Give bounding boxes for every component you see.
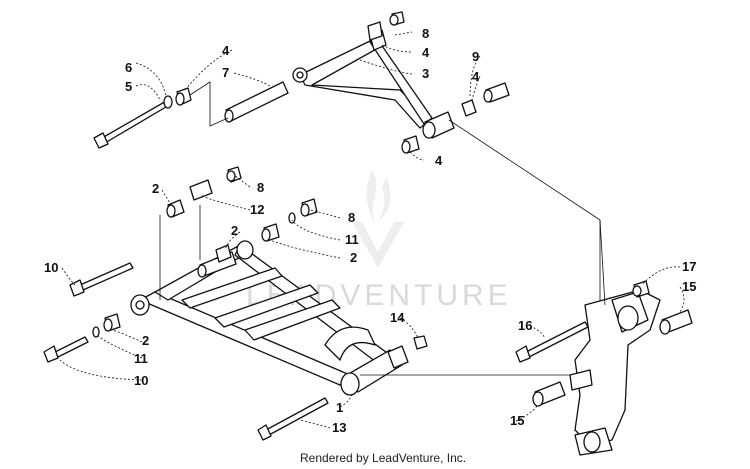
- callout-13: 13: [332, 420, 346, 435]
- callout-12: 12: [250, 202, 264, 217]
- washer-11-mid: [288, 212, 296, 224]
- nut-14: [413, 335, 428, 350]
- sleeve-9: [483, 82, 510, 103]
- bushing-15-upper: [659, 309, 693, 335]
- pivot-bolt-5: [93, 99, 172, 149]
- callout-14: 14: [390, 310, 405, 325]
- callout-4: 4: [222, 43, 230, 58]
- callout-2: 2: [350, 250, 357, 265]
- sleeve-7: [224, 81, 289, 123]
- callout-4: 4: [435, 153, 443, 168]
- bolt-16: [515, 321, 589, 363]
- callout-10: 10: [134, 373, 148, 388]
- callout-4: 4: [422, 45, 430, 60]
- bushing-4-upper-rear: [367, 21, 383, 41]
- bolt-10-upper: [69, 262, 134, 297]
- bushing-2-lower: [103, 313, 121, 332]
- leader-lines: [59, 31, 685, 429]
- callout-15: 15: [682, 279, 696, 294]
- bushing-2-upper: [166, 199, 185, 218]
- bushing-8-upper: [389, 11, 405, 26]
- bushing-4-right: [461, 99, 477, 117]
- upper-a-arm: [292, 29, 455, 139]
- callout-11: 11: [345, 232, 359, 247]
- washer-11-lower: [92, 326, 100, 338]
- callout-2: 2: [152, 181, 159, 196]
- bushing-8-lower: [226, 166, 242, 183]
- callout-2: 2: [231, 223, 238, 238]
- callout-17: 17: [682, 259, 696, 274]
- callout-2: 2: [142, 333, 149, 348]
- callout-3: 3: [422, 66, 429, 81]
- callout-9: 9: [472, 49, 479, 64]
- bushing-8-mid: [300, 198, 318, 217]
- callout-7: 7: [222, 65, 229, 80]
- callout-4: 4: [472, 69, 480, 84]
- bushing-2-mid: [261, 223, 280, 242]
- bushing-4-lower: [401, 135, 420, 154]
- lower-a-arm: [130, 240, 409, 396]
- callout-8: 8: [348, 210, 355, 225]
- callout-16: 16: [518, 318, 532, 333]
- callout-1: 1: [336, 400, 343, 415]
- callout-8: 8: [422, 26, 429, 41]
- bolt-13: [257, 397, 329, 441]
- sleeve-12: [189, 179, 213, 201]
- bushing-2-inner: [215, 244, 232, 263]
- fitting-17: [632, 280, 650, 298]
- callout-6: 6: [125, 60, 132, 75]
- bushing-15-lower: [532, 381, 566, 407]
- callout-10: 10: [44, 260, 58, 275]
- bushing-4-front: [175, 87, 192, 106]
- watermark-logo: [352, 170, 404, 268]
- callout-labels: 1 2 2 2 2 3 4 4 4 4 5 6 7 8 8 8 9 10 10 …: [44, 26, 696, 435]
- washer-6: [163, 95, 173, 109]
- bolt-10-lower: [43, 336, 89, 363]
- footer-credit: Rendered by LeadVenture, Inc.: [300, 451, 466, 465]
- callout-8: 8: [257, 180, 264, 195]
- callout-5: 5: [125, 79, 132, 94]
- callout-11: 11: [134, 351, 148, 366]
- steering-knuckle: [569, 289, 661, 456]
- callout-15: 15: [510, 413, 524, 428]
